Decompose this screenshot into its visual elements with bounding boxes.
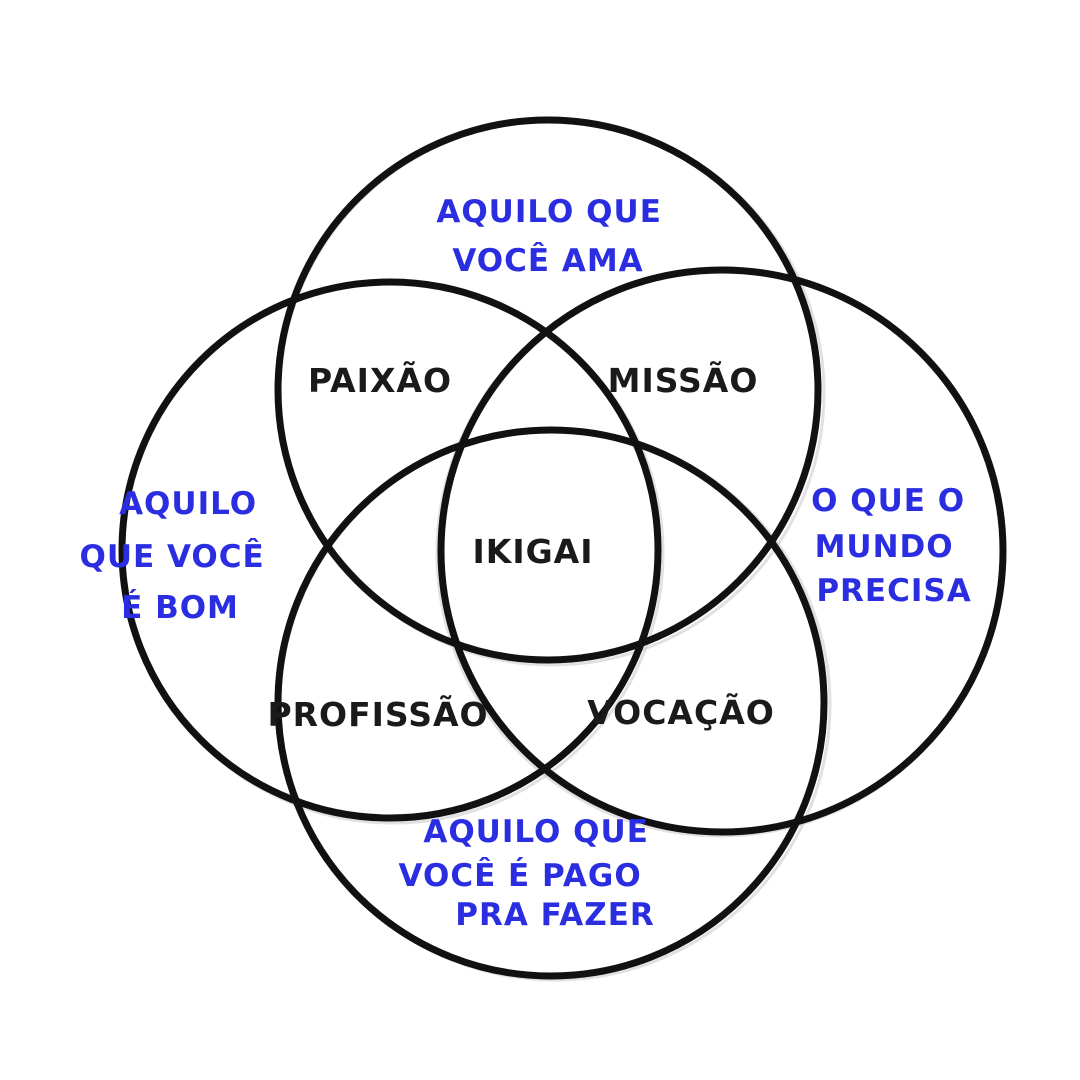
label-paixao: PAIXÃO [308,360,452,400]
label-paid-for-line-2: VOCÊ É PAGO [399,858,642,894]
label-vocacao: VOCAÇÃO [587,692,775,732]
label-love-line-2: VOCÊ AMA [452,243,643,279]
circle-world-needs [437,266,1007,836]
label-world-needs: O QUE O MUNDO PRECISA [811,483,977,609]
label-missao: MISSÃO [608,360,759,400]
label-good-at-line-2: QUE VOCÊ [79,539,264,575]
circle-good-at [118,278,662,822]
label-world-needs-line-3: PRECISA [816,573,971,609]
label-good-at: AQUILO QUE VOCÊ É BOM [79,486,276,626]
label-love-line-1: AQUILO QUE [436,194,662,230]
label-profissao: PROFISSÃO [267,694,488,734]
label-world-needs-line-1: O QUE O [811,483,965,519]
label-ikigai: IKIGAI [472,532,593,571]
label-good-at-line-3: É BOM [121,590,239,626]
label-paid-for-line-3: PRA FAZER [455,897,655,933]
circle-love [274,116,822,664]
circle-paid-for [274,426,828,980]
label-paid-for: AQUILO QUE VOCÊ É PAGO PRA FAZER [399,814,661,933]
label-paid-for-line-1: AQUILO QUE [423,814,649,850]
label-good-at-line-1: AQUILO [119,486,257,522]
label-world-needs-line-2: MUNDO [815,529,954,565]
label-love: AQUILO QUE VOCÊ AMA [436,194,673,279]
